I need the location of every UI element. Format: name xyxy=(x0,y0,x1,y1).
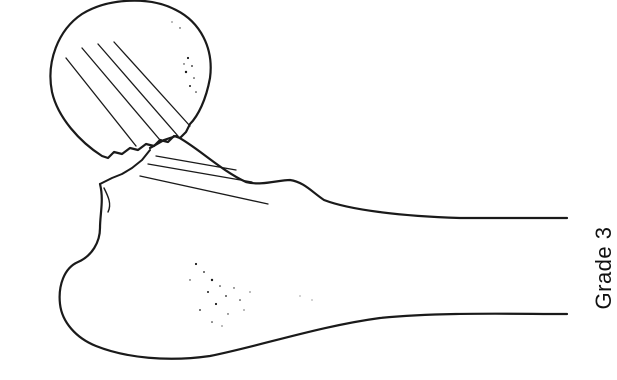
shaft-stipple xyxy=(189,263,312,327)
grade-label: Grade 3 xyxy=(591,227,617,310)
femoral-head xyxy=(50,1,210,158)
head-stipple xyxy=(171,21,196,92)
femur-shaft xyxy=(60,136,567,359)
head-hatch-lines xyxy=(66,42,190,146)
neck-fracture-lines xyxy=(140,156,268,204)
